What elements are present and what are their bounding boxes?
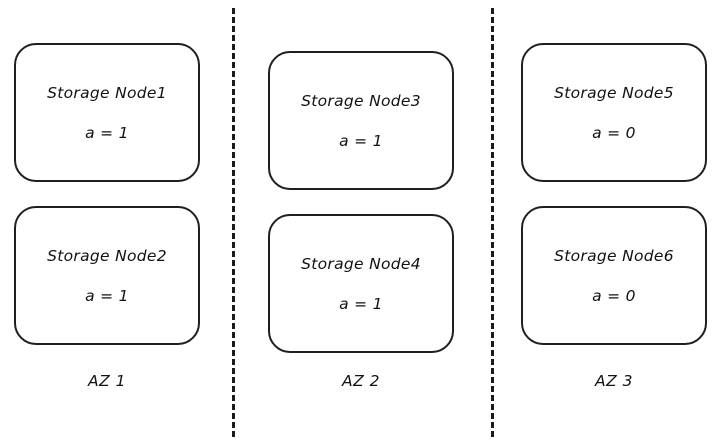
storage-node-title: Storage Node2 [47,246,167,265]
storage-node-card[interactable]: Storage Node5 a = 0 [521,43,707,182]
az-divider-1 [232,8,235,437]
storage-node-value: a = 1 [339,131,383,150]
storage-node-value: a = 1 [85,286,129,305]
storage-node-title: Storage Node1 [47,83,167,102]
storage-node-card[interactable]: Storage Node2 a = 1 [14,206,200,345]
storage-node-title: Storage Node5 [554,83,674,102]
storage-node-value: a = 0 [592,286,636,305]
storage-node-title: Storage Node4 [301,254,421,273]
storage-node-card[interactable]: Storage Node6 a = 0 [521,206,707,345]
storage-node-title: Storage Node3 [301,91,421,110]
storage-node-card[interactable]: Storage Node4 a = 1 [268,214,454,353]
storage-node-card[interactable]: Storage Node3 a = 1 [268,51,454,190]
az-label: AZ 3 [594,372,633,390]
storage-node-title: Storage Node6 [554,246,674,265]
az-divider-2 [491,8,494,437]
az-label: AZ 1 [87,372,126,390]
storage-node-value: a = 1 [339,294,383,313]
storage-node-value: a = 1 [85,123,129,142]
storage-node-value: a = 0 [592,123,636,142]
storage-node-card[interactable]: Storage Node1 a = 1 [14,43,200,182]
az-label: AZ 2 [341,372,380,390]
